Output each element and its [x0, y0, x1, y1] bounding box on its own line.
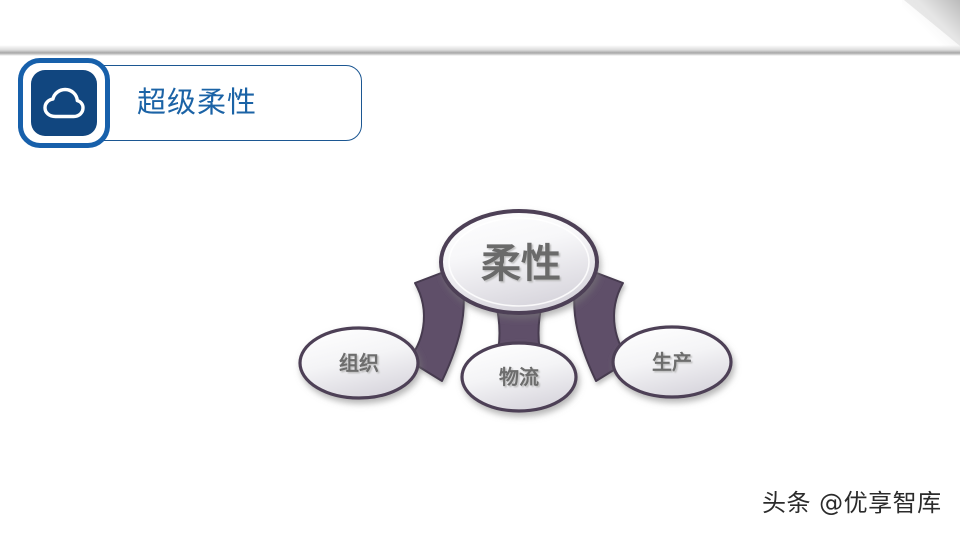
diagram-node-flexibility-label: 柔性: [481, 241, 561, 287]
flexibility-diagram: 组织 物流 生产 柔性: [290, 195, 750, 425]
diagram-node-production-label: 生产: [652, 350, 692, 374]
watermark: 头条 @优享智库: [762, 489, 942, 517]
diagram-node-logistics[interactable]: [460, 341, 578, 413]
page-curl-corner: [900, 0, 960, 48]
top-shadow-band: [0, 45, 960, 56]
diagram-node-logistics-label: 物流: [499, 365, 539, 389]
diagram-node-production[interactable]: [611, 325, 733, 399]
page-curl-shade: [902, 0, 960, 48]
diagram-node-organization[interactable]: [298, 326, 420, 400]
diagram-node-flexibility[interactable]: [439, 209, 599, 315]
cloud-icon: [31, 70, 97, 136]
page-title: 超级柔性: [137, 85, 258, 119]
diagram-node-organization-label: 组织: [339, 351, 379, 375]
